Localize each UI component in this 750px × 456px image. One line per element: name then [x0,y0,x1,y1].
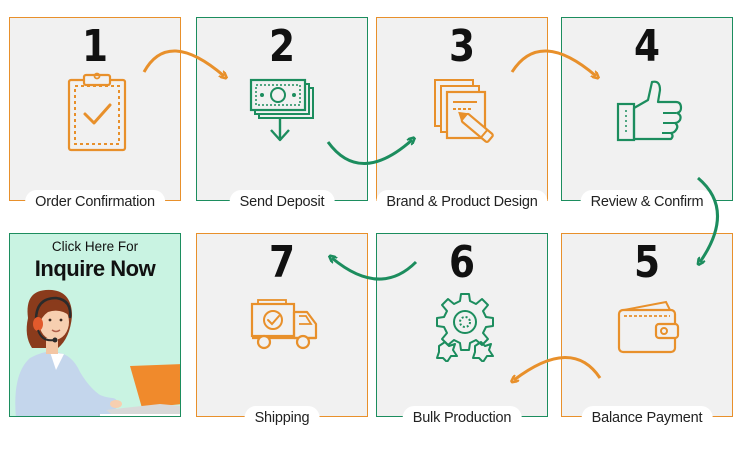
inquire-subtitle: Click Here For [51,239,139,254]
wallet-icon [617,300,680,354]
step-number: 4 [633,21,661,72]
step-4-card: 4 Review & Confirm [561,17,733,213]
step-5-card: 5 Balance Payment [561,233,733,429]
step-7-card: 7 Shipping [196,233,368,429]
step-label: Brand & Product Design [376,190,548,213]
step-label: Review & Confirm [580,190,714,213]
step-3-card: 3 Brand & Product Design [376,17,548,213]
clipboard-check-icon [67,72,127,152]
gears-icon [436,293,494,362]
inquire-now-panel[interactable]: Click Here For Inquire Now [9,233,181,417]
step-6-card: 6 Bulk Production [376,233,548,429]
step-number: 7 [268,237,296,288]
step-label: Order Confirmation [25,190,165,213]
design-pen-icon [434,79,494,143]
step-label: Bulk Production [402,406,522,429]
step-number: 1 [81,21,109,72]
step-label: Shipping [244,406,320,429]
step-label: Send Deposit [229,190,335,213]
step-1-card: 1 Order Confirmation [9,17,181,213]
thumbs-up-icon [616,80,683,142]
step-number: 3 [448,21,476,72]
delivery-truck-icon [250,299,318,350]
support-agent-illustration [15,289,180,416]
step-label: Balance Payment [581,406,713,429]
money-deposit-icon [249,78,314,142]
inquire-title[interactable]: Inquire Now [34,256,156,281]
step-2-card: 2 Send Deposit [196,17,368,213]
step-number: 6 [448,237,476,288]
step-number: 5 [633,237,661,288]
step-number: 2 [268,21,296,72]
